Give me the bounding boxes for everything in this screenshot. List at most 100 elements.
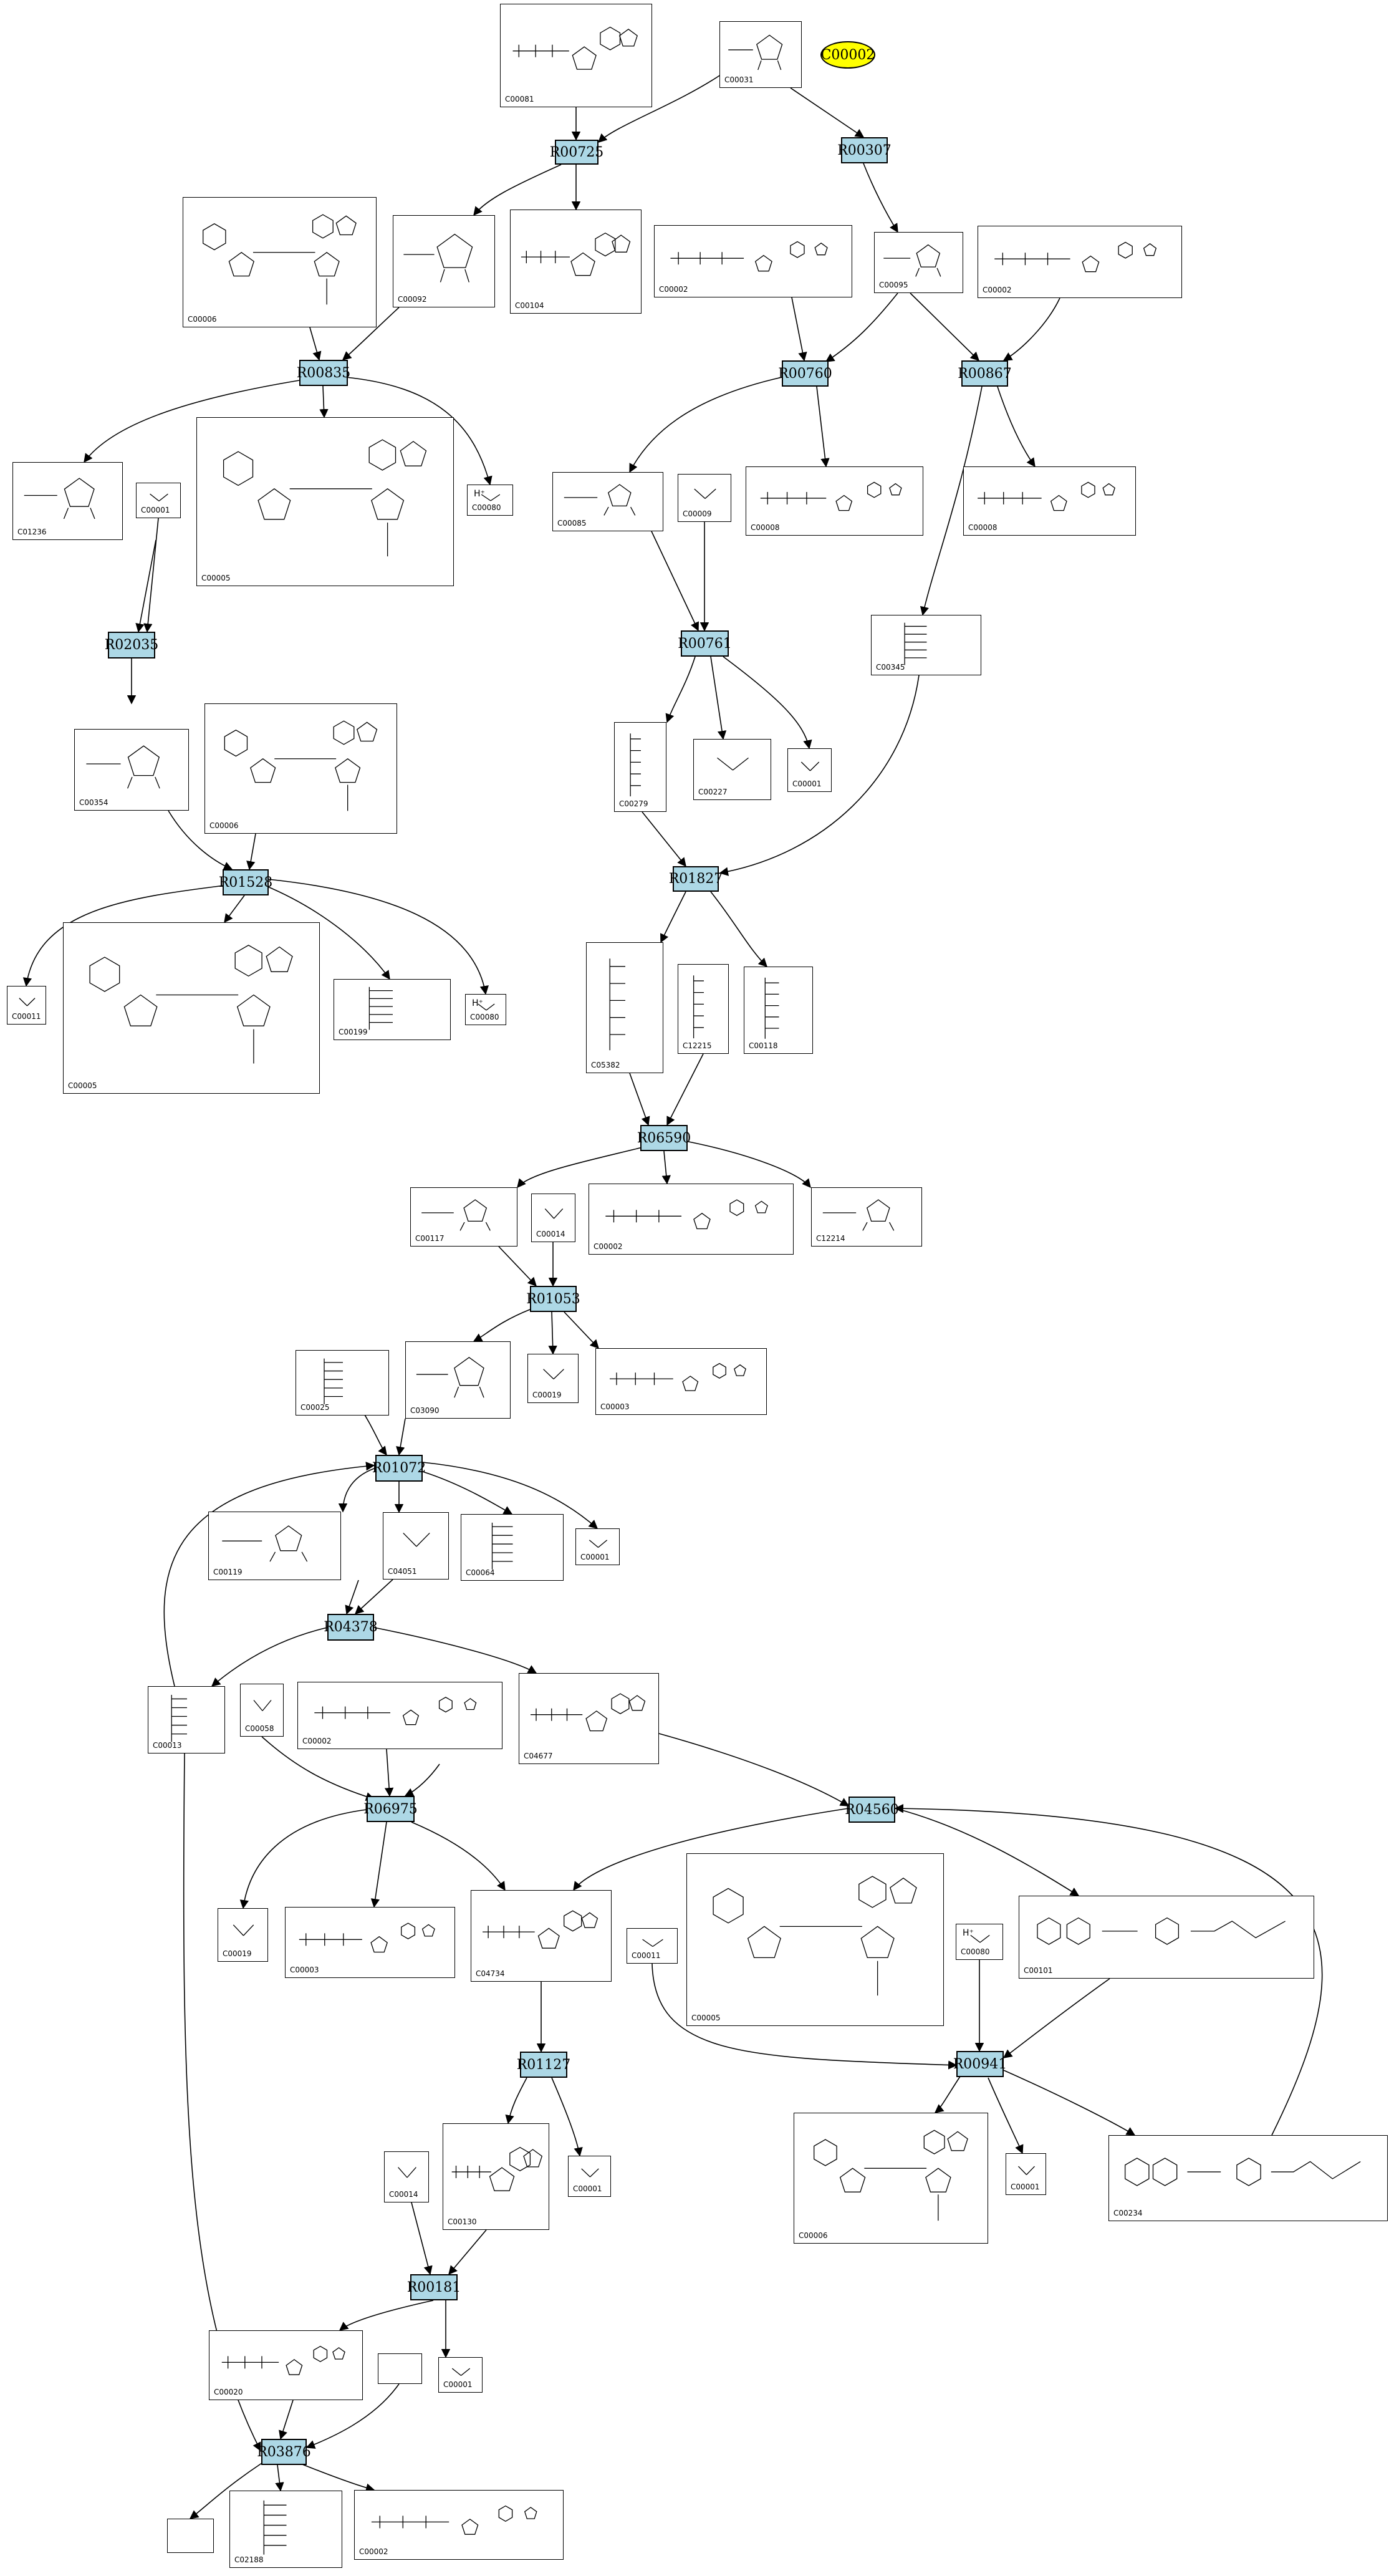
compound-c00014[interactable]: C00014	[531, 1194, 575, 1242]
compound-c00002[interactable]: C00002	[978, 226, 1182, 298]
compound-c00101[interactable]: C00101	[1019, 1896, 1314, 1979]
reaction-r00725[interactable]: R00725	[550, 140, 603, 165]
compound-empty[interactable]	[167, 2519, 214, 2553]
compound-c00345[interactable]: C00345	[871, 615, 981, 675]
edge-83	[305, 2383, 400, 2449]
compound-c00011[interactable]: C00011	[7, 986, 46, 1025]
reaction-r00835[interactable]: R00835	[297, 360, 350, 386]
compound-c00019[interactable]: C00019	[218, 1908, 268, 1962]
compound-c00001[interactable]: C00001	[575, 1528, 620, 1565]
reaction-r00307[interactable]: R00307	[837, 137, 892, 163]
compound-c00025[interactable]: C00025	[296, 1350, 389, 1416]
compound-c03090[interactable]: C03090	[405, 1341, 511, 1419]
compound-id: C00019	[532, 1391, 562, 1399]
compound-c00130[interactable]: C00130	[443, 2123, 549, 2230]
reaction-r03876[interactable]: R03876	[257, 2439, 311, 2465]
structure-drawing	[403, 1532, 430, 1547]
compound-c00119[interactable]: C00119	[208, 1512, 341, 1580]
compound-c00002[interactable]: C00002	[654, 225, 852, 297]
compound-c04734[interactable]: C04734	[471, 1890, 612, 1982]
reaction-r06590[interactable]: R06590	[637, 1125, 691, 1151]
reaction-r04560[interactable]: R04560	[845, 1797, 899, 1823]
structure-drawing	[224, 720, 378, 811]
compound-empty[interactable]	[378, 2353, 422, 2384]
reaction-r01127[interactable]: R01127	[517, 2052, 570, 2078]
reaction-r00867[interactable]: R00867	[958, 360, 1012, 387]
compound-c00006[interactable]: C00006	[204, 703, 397, 834]
compound-c00014[interactable]: C00014	[384, 2151, 429, 2202]
compound-c00279[interactable]: C00279	[614, 722, 666, 812]
compound-c05382[interactable]: C05382	[586, 942, 663, 1073]
compound-c00001[interactable]: C00001	[568, 2156, 611, 2197]
compound-c00058[interactable]: C00058	[240, 1684, 284, 1737]
compound-c00020[interactable]: C00020	[209, 2330, 363, 2400]
compound-c00005[interactable]: C00005	[196, 417, 454, 586]
compound-c00080[interactable]: H⁺C00080	[956, 1924, 1003, 1960]
compound-c00002[interactable]: C00002	[354, 2490, 564, 2560]
compound-c00199[interactable]: C00199	[334, 979, 451, 1040]
compound-c00092[interactable]: C00092	[393, 215, 495, 307]
compound-c00064[interactable]: C00064	[461, 1514, 564, 1581]
compound-c00031[interactable]: C00031	[719, 21, 802, 88]
structure-drawing	[693, 975, 704, 1039]
edge-79	[411, 2202, 433, 2275]
compound-c00227[interactable]: C00227	[693, 739, 771, 800]
edge-2	[790, 87, 865, 138]
compound-id: C12215	[683, 1041, 712, 1050]
compound-c00003[interactable]: C00003	[595, 1348, 767, 1415]
structure-drawing	[564, 484, 636, 516]
compound-c00003[interactable]: C00003	[285, 1907, 455, 1978]
compound-c04051[interactable]: C04051	[383, 1512, 449, 1580]
compound-c00001[interactable]: C00001	[787, 748, 832, 792]
edge-11	[791, 297, 807, 362]
reaction-r02035[interactable]: R02035	[105, 632, 158, 658]
compound-c01236[interactable]: C01236	[12, 462, 123, 540]
compound-c00002[interactable]: C00002	[589, 1184, 794, 1255]
reaction-r01827[interactable]: R01827	[669, 866, 723, 892]
compound-c00009[interactable]: C00009	[678, 474, 731, 522]
compound-c12214[interactable]: C12214	[811, 1187, 922, 1247]
edge-60	[404, 1763, 440, 1797]
compound-c00354[interactable]: C00354	[74, 729, 189, 811]
compound-c00117[interactable]: C00117	[410, 1187, 517, 1247]
reaction-r01528[interactable]: R01528	[219, 869, 272, 895]
compound-c00002[interactable]: C00002	[297, 1682, 502, 1749]
compound-c00080[interactable]: H⁺C00080	[465, 994, 506, 1025]
compound-c00006[interactable]: C00006	[183, 197, 377, 327]
structure-drawing	[478, 1003, 495, 1011]
reaction-r01053[interactable]: R01053	[526, 1286, 580, 1312]
highlight-compound-c00002[interactable]: C00002	[820, 41, 875, 69]
compound-id: C00003	[600, 1402, 630, 1411]
reaction-r06975[interactable]: R06975	[363, 1796, 418, 1822]
compound-c00081[interactable]: C00081	[500, 4, 652, 107]
reaction-r00761[interactable]: R00761	[678, 630, 732, 657]
compound-c00005[interactable]: C00005	[686, 1853, 944, 2026]
compound-formula: H⁺	[963, 1928, 974, 1938]
compound-c00080[interactable]: H⁺C00080	[467, 485, 513, 516]
compound-c00008[interactable]: C00008	[963, 466, 1136, 536]
compound-c00118[interactable]: C00118	[744, 967, 813, 1054]
compound-c00006[interactable]: C00006	[794, 2113, 988, 2244]
compound-c00001[interactable]: C00001	[136, 483, 181, 518]
reaction-r00760[interactable]: R00760	[778, 360, 832, 387]
compound-c04677[interactable]: C04677	[519, 1673, 659, 1764]
compound-c00019[interactable]: C00019	[527, 1354, 579, 1403]
compound-c00234[interactable]: C00234	[1108, 2135, 1388, 2221]
compound-c00011[interactable]: C00011	[627, 1928, 678, 1964]
compound-c00104[interactable]: C00104	[510, 210, 642, 314]
compound-c00085[interactable]: C00085	[552, 472, 663, 531]
compound-c00001[interactable]: C00001	[1006, 2153, 1046, 2195]
compound-c12215[interactable]: C12215	[678, 964, 729, 1054]
compound-c00008[interactable]: C00008	[746, 466, 923, 536]
reaction-r01072[interactable]: R01072	[372, 1455, 426, 1482]
compound-c00005[interactable]: C00005	[63, 922, 320, 1094]
compound-c02188[interactable]: C02188	[229, 2491, 342, 2568]
compound-id: C00001	[792, 779, 822, 788]
reaction-r00181[interactable]: R00181	[407, 2274, 461, 2300]
compound-c00095[interactable]: C00095	[874, 232, 963, 293]
compound-c00001[interactable]: C00001	[438, 2357, 483, 2393]
compound-formula: H⁺	[472, 998, 483, 1008]
reaction-r04378[interactable]: R04378	[324, 1614, 378, 1641]
compound-c00013[interactable]: C00013	[148, 1686, 225, 1754]
reaction-r00941[interactable]: R00941	[953, 2051, 1007, 2077]
